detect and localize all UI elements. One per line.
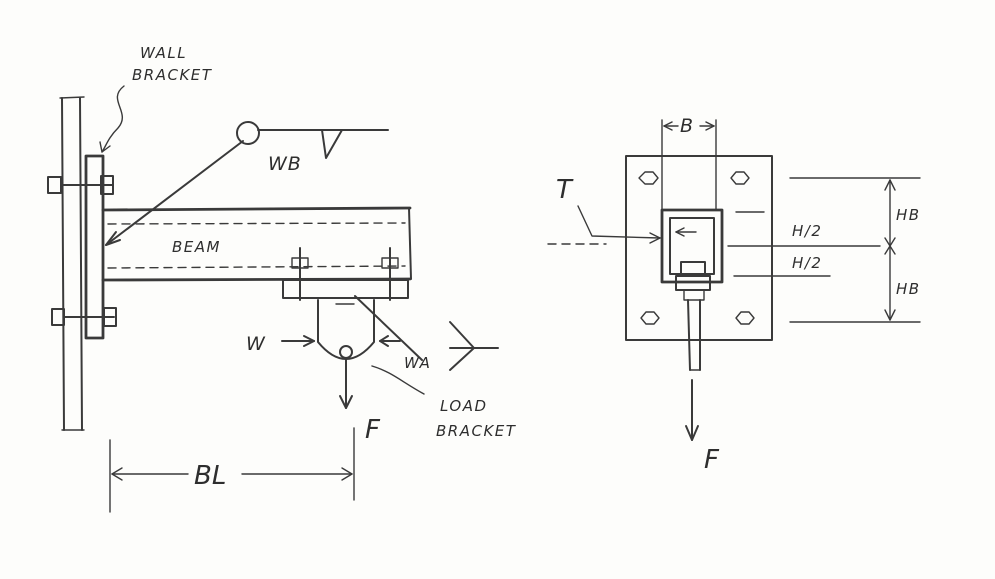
hb-bottom-label: HB [896, 280, 921, 298]
load-bracket-label-line1: LOAD [440, 397, 488, 415]
lower-bolt [51, 307, 117, 327]
horizontal-centerline [547, 243, 881, 247]
f-force-arrow-side [339, 357, 353, 409]
weld-symbol-wb [105, 121, 389, 246]
wall-bracket-plate [84, 154, 105, 340]
f-label-front: F [704, 445, 720, 475]
t-thickness-leader [577, 205, 697, 244]
plate-bolt-holes [638, 171, 755, 325]
bl-label: BL [194, 461, 226, 491]
f-force-arrow-front [685, 379, 699, 441]
hb-dimension [789, 177, 921, 323]
h-half-top-label: H/2 [792, 222, 822, 240]
side-view [47, 85, 499, 513]
load-bracket-label-line2: BRACKET [436, 422, 517, 440]
tube-section [660, 208, 724, 284]
load-bracket-leader [371, 365, 425, 395]
wa-label: WA [404, 354, 431, 372]
bl-dimension [109, 427, 355, 513]
weld-symbol-wa [449, 321, 499, 371]
load-bracket [282, 247, 409, 360]
rod-and-nuts [675, 275, 711, 371]
front-view [547, 119, 921, 441]
hb-top-label: HB [896, 206, 921, 224]
h-half-extension-lines [733, 211, 831, 277]
b-label: B [680, 115, 694, 137]
t-label: T [556, 175, 574, 205]
beam [101, 206, 412, 282]
wb-label: WB [268, 153, 302, 175]
wall-bracket-label-line1: WALL [140, 44, 187, 62]
wa-direction-line [354, 295, 423, 361]
wall-bracket-leader [99, 85, 125, 153]
w-force-arrow [281, 335, 315, 347]
wall-bracket-label-line2: BRACKET [132, 66, 213, 84]
beam-label: BEAM [172, 238, 221, 256]
upper-bolt [47, 175, 114, 195]
b-dimension [661, 119, 717, 211]
wall-column [59, 96, 85, 431]
h-half-bottom-label: H/2 [792, 254, 822, 272]
w-label: W [246, 333, 266, 355]
f-label-side: F [365, 415, 381, 445]
wa-force-arrow [379, 335, 401, 347]
